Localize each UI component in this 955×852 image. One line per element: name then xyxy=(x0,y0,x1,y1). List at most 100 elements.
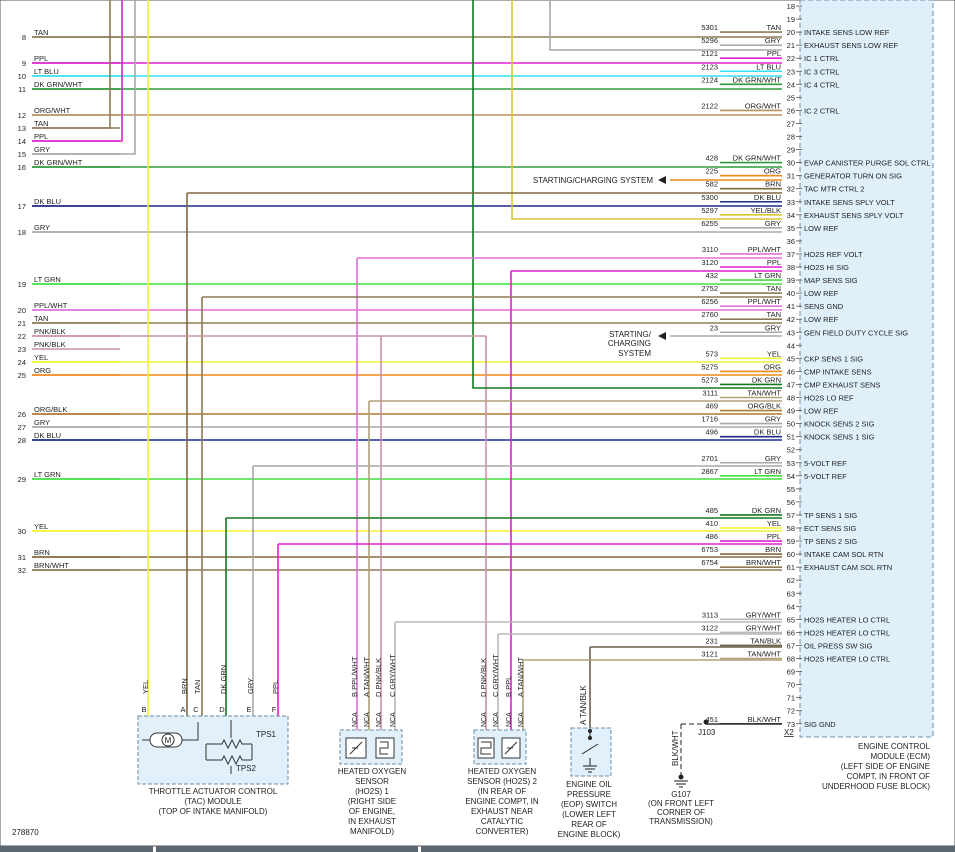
ecm-pin-number: 29 xyxy=(787,146,795,155)
ecm-wire-color: GRY xyxy=(765,415,781,424)
ecm-pin-number: 56 xyxy=(787,498,795,507)
ecm-circuit-number: 225 xyxy=(705,167,718,176)
ecm-circuit-number: 2123 xyxy=(701,62,718,71)
nca-tag: NCA xyxy=(506,712,513,727)
left-wire-color: YEL xyxy=(34,522,48,531)
svg-text:STARTING/: STARTING/ xyxy=(609,330,652,339)
ecm-pin-number: 30 xyxy=(787,159,795,168)
left-wire-color: LT GRN xyxy=(34,275,61,284)
tps2-label: TPS2 xyxy=(236,764,257,773)
ecm-circuit-number: 469 xyxy=(705,402,718,411)
svg-text:(EOP) SWITCH: (EOP) SWITCH xyxy=(561,800,617,809)
resistor-icon xyxy=(206,738,252,750)
motor-icon xyxy=(161,733,175,747)
ho2s2-sensor xyxy=(473,729,527,765)
left-row-number: 30 xyxy=(18,527,26,536)
wire-run xyxy=(32,0,123,142)
nca-tag: NCA xyxy=(518,712,525,727)
ecm-pin-number: 42 xyxy=(787,315,795,324)
tac-wire-color: BRN xyxy=(180,678,189,694)
ecm-wire-color: BRN xyxy=(765,545,781,554)
ecm-signal-name: CMP EXHAUST SENS xyxy=(804,380,880,389)
nca-tag: NCA xyxy=(352,712,359,727)
left-row-number: 22 xyxy=(18,332,26,341)
ho2s2-wire-label: D PNK/BLK xyxy=(479,658,488,697)
ho2s1-sensor xyxy=(339,729,403,765)
ecm-circuit-number: 2121 xyxy=(701,49,718,58)
left-row-number: 20 xyxy=(18,306,26,315)
left-wire-color: PNK/BLK xyxy=(34,340,66,349)
ecm-pin-number: 35 xyxy=(787,224,795,233)
ecm-pin-number: 41 xyxy=(787,302,795,311)
tac-pin-letter: F xyxy=(272,705,277,714)
ecm-wire-color: YEL xyxy=(767,349,781,358)
ecm-pin-number: 61 xyxy=(787,563,795,572)
ground-label: (ON FRONT LEFT CORNER OF TRANSMISSION) xyxy=(648,799,714,826)
left-wire-color: PPL/WHT xyxy=(34,301,68,310)
ecm-circuit-number: 3110 xyxy=(702,245,718,254)
ecm-signal-name: IC 2 CTRL xyxy=(804,106,839,115)
ecm-circuit-number: 5297 xyxy=(701,206,718,215)
ecm-signal-name: EXHAUST CAM SOL RTN xyxy=(804,563,892,572)
nca-tag: NCA xyxy=(390,712,397,727)
left-row-number: 31 xyxy=(18,553,26,562)
ecm-signal-name: ECT SENS SIG xyxy=(804,524,857,533)
ecm-wire-color: DK GRN/WHT xyxy=(733,154,782,163)
diagram-id: 278870 xyxy=(12,828,39,837)
left-row-number: 14 xyxy=(18,137,26,146)
ground-wire-label: BLK/WHT xyxy=(671,730,680,766)
svg-text:(ON FRONT LEFT: (ON FRONT LEFT xyxy=(648,799,714,808)
ecm-pin-number: 32 xyxy=(787,185,795,194)
tac-pin-letter: B xyxy=(141,705,146,714)
ecm-signal-name: TP SENS 2 SIG xyxy=(804,537,857,546)
left-row-number: 17 xyxy=(18,202,26,211)
svg-text:MANIFOLD): MANIFOLD) xyxy=(350,827,394,836)
ecm-signal-name: 5-VOLT REF xyxy=(804,472,847,481)
arrow-left-icon xyxy=(658,332,666,340)
ecm-wire-color: DK GRN/WHT xyxy=(733,75,782,84)
svg-text:ENGINE BLOCK): ENGINE BLOCK) xyxy=(558,830,621,839)
ecm-signal-name: TP SENS 1 SIG xyxy=(804,511,857,520)
ho2s1-wire-label: B PPL/WHT xyxy=(350,656,359,697)
wire-run xyxy=(32,0,111,129)
svg-text:OF ENGINE,: OF ENGINE, xyxy=(349,807,395,816)
ecm-wire-color: TAN xyxy=(767,23,781,32)
ecm-pin-number: 69 xyxy=(787,668,795,677)
ecm-module-box xyxy=(799,0,934,738)
ecm-circuit-number: 231 xyxy=(705,636,718,645)
left-row-number: 26 xyxy=(18,410,26,419)
tac-wire-color: TAN xyxy=(193,680,202,694)
ecm-signal-name: TAC MTR CTRL 2 xyxy=(804,185,864,194)
left-row-number: 13 xyxy=(18,124,26,133)
ecm-circuit-number: 410 xyxy=(705,519,718,528)
ecm-wire-color: GRY xyxy=(765,323,781,332)
ecm-wire-color: LT GRN xyxy=(754,467,781,476)
left-row-number: 15 xyxy=(18,150,26,159)
left-wire-color: ORG xyxy=(34,366,51,375)
ecm-pin-number: 27 xyxy=(787,119,795,128)
ecm-signal-name: 5-VOLT REF xyxy=(804,459,847,468)
ecm-signal-name: INTAKE SENS LOW REF xyxy=(804,28,890,37)
ecm-pin-number: 40 xyxy=(787,289,795,298)
ecm-pin-number: 49 xyxy=(787,407,795,416)
svg-text:ENGINE CONTROL: ENGINE CONTROL xyxy=(858,742,931,751)
eop-wire-label: A TAN/BLK xyxy=(579,685,588,725)
left-wire-color: PPL xyxy=(34,54,48,63)
svg-text:CATALYTIC: CATALYTIC xyxy=(481,817,523,826)
svg-text:THROTTLE ACTUATOR CONTROL: THROTTLE ACTUATOR CONTROL xyxy=(149,787,278,796)
ho2s1-wire-label: A TAN/WHT xyxy=(362,656,371,697)
ho2s2-wire-label: C GRY/WHT xyxy=(491,654,500,697)
left-wire-color: LT BLU xyxy=(34,67,59,76)
ecm-pin-number: 51 xyxy=(787,433,795,442)
svg-text:HEATED OXYGEN: HEATED OXYGEN xyxy=(468,767,537,776)
ecm-pin-number: 46 xyxy=(787,367,795,376)
ecm-wire-color: ORG/BLK xyxy=(748,402,781,411)
ecm-pin-number: 45 xyxy=(787,354,795,363)
tac-pin-letter: C xyxy=(193,705,199,714)
starting-charging-ref-mid: STARTING/ CHARGING SYSTEM xyxy=(608,330,652,358)
ecm-circuit-number: 5275 xyxy=(701,362,718,371)
svg-text:(TAC) MODULE: (TAC) MODULE xyxy=(184,797,241,806)
ecm-pin-number: 24 xyxy=(787,80,795,89)
ecm-pin-number: 22 xyxy=(787,54,795,63)
splice-dot xyxy=(703,719,709,725)
